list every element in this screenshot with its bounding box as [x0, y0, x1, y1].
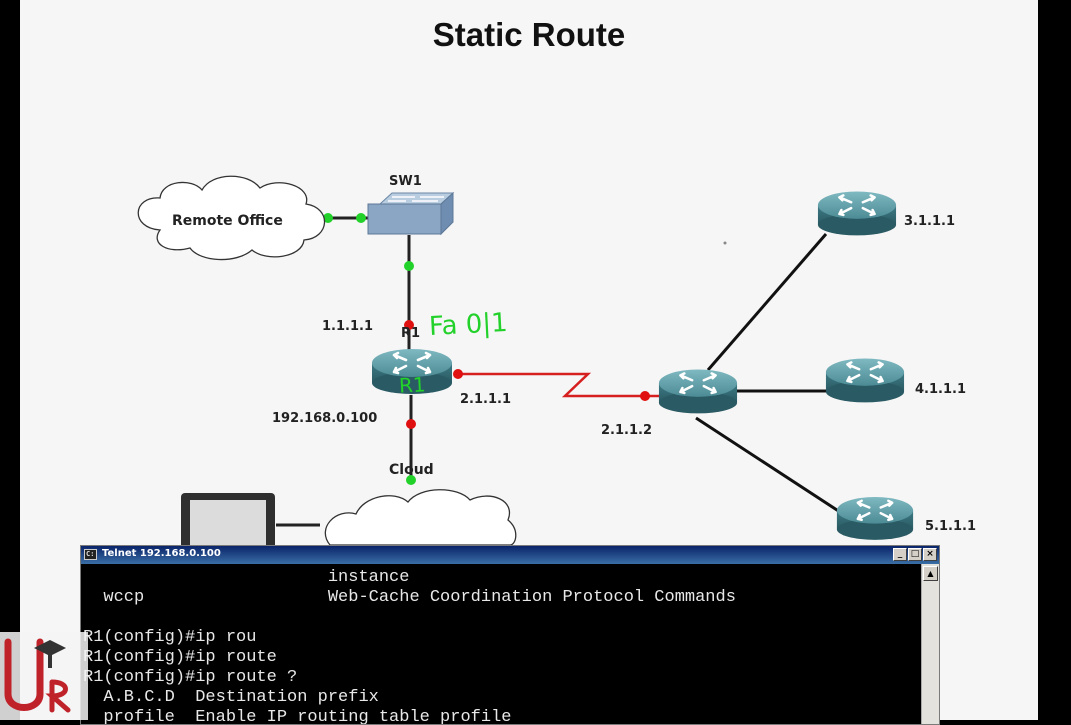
hub-ip: 2.1.1.2: [601, 423, 652, 438]
remote-office-label: Remote Office: [172, 213, 283, 229]
cloud-label: Cloud: [389, 462, 434, 478]
maximize-icon[interactable]: □: [908, 548, 922, 561]
terminal-output[interactable]: instance wccp Web-Cache Coordination Pro…: [81, 564, 921, 724]
slide-title: Static Route: [432, 16, 626, 53]
minimize-icon[interactable]: _: [893, 548, 907, 561]
channel-logo-icon: [0, 632, 88, 720]
telnet-title: Telnet 192.168.0.100: [102, 548, 221, 559]
terminal-line: instance: [83, 568, 410, 587]
network-diagram: [137, 175, 915, 553]
router3-ip: 3.1.1.1: [904, 214, 955, 229]
scroll-up-icon[interactable]: ▲: [923, 566, 938, 581]
terminal-line: R1(config)#ip rou: [83, 628, 257, 647]
close-icon[interactable]: ×: [923, 548, 937, 561]
terminal-line: R1(config)#ip route: [83, 648, 277, 667]
telnet-titlebar[interactable]: C: Telnet 192.168.0.100 _ □ ×: [81, 546, 939, 564]
router5-ip: 5.1.1.1: [925, 519, 976, 534]
terminal-line: R1(config)#ip route ?: [83, 668, 298, 687]
r1-ip-bottom: 192.168.0.100: [272, 411, 378, 426]
terminal-line: wccp Web-Cache Coordination Protocol Com…: [83, 588, 736, 607]
telnet-window[interactable]: C: Telnet 192.168.0.100 _ □ × instance w…: [80, 545, 940, 725]
terminal-icon: C:: [84, 549, 97, 560]
router4-ip: 4.1.1.1: [915, 382, 966, 397]
r1-ip-right: 2.1.1.1: [460, 392, 511, 407]
terminal-line: profile Enable IP routing table profile: [83, 708, 512, 724]
r1-hand-label: R1: [398, 372, 427, 398]
vertical-scrollbar[interactable]: ▲: [921, 564, 939, 724]
switch-label: SW1: [389, 174, 422, 189]
r1-label: R1: [401, 326, 421, 341]
r1-interface-note: Fa 0|1: [428, 307, 509, 343]
r1-ip-top: 1.1.1.1: [322, 319, 373, 334]
terminal-line: A.B.C.D Destination prefix: [83, 688, 379, 707]
